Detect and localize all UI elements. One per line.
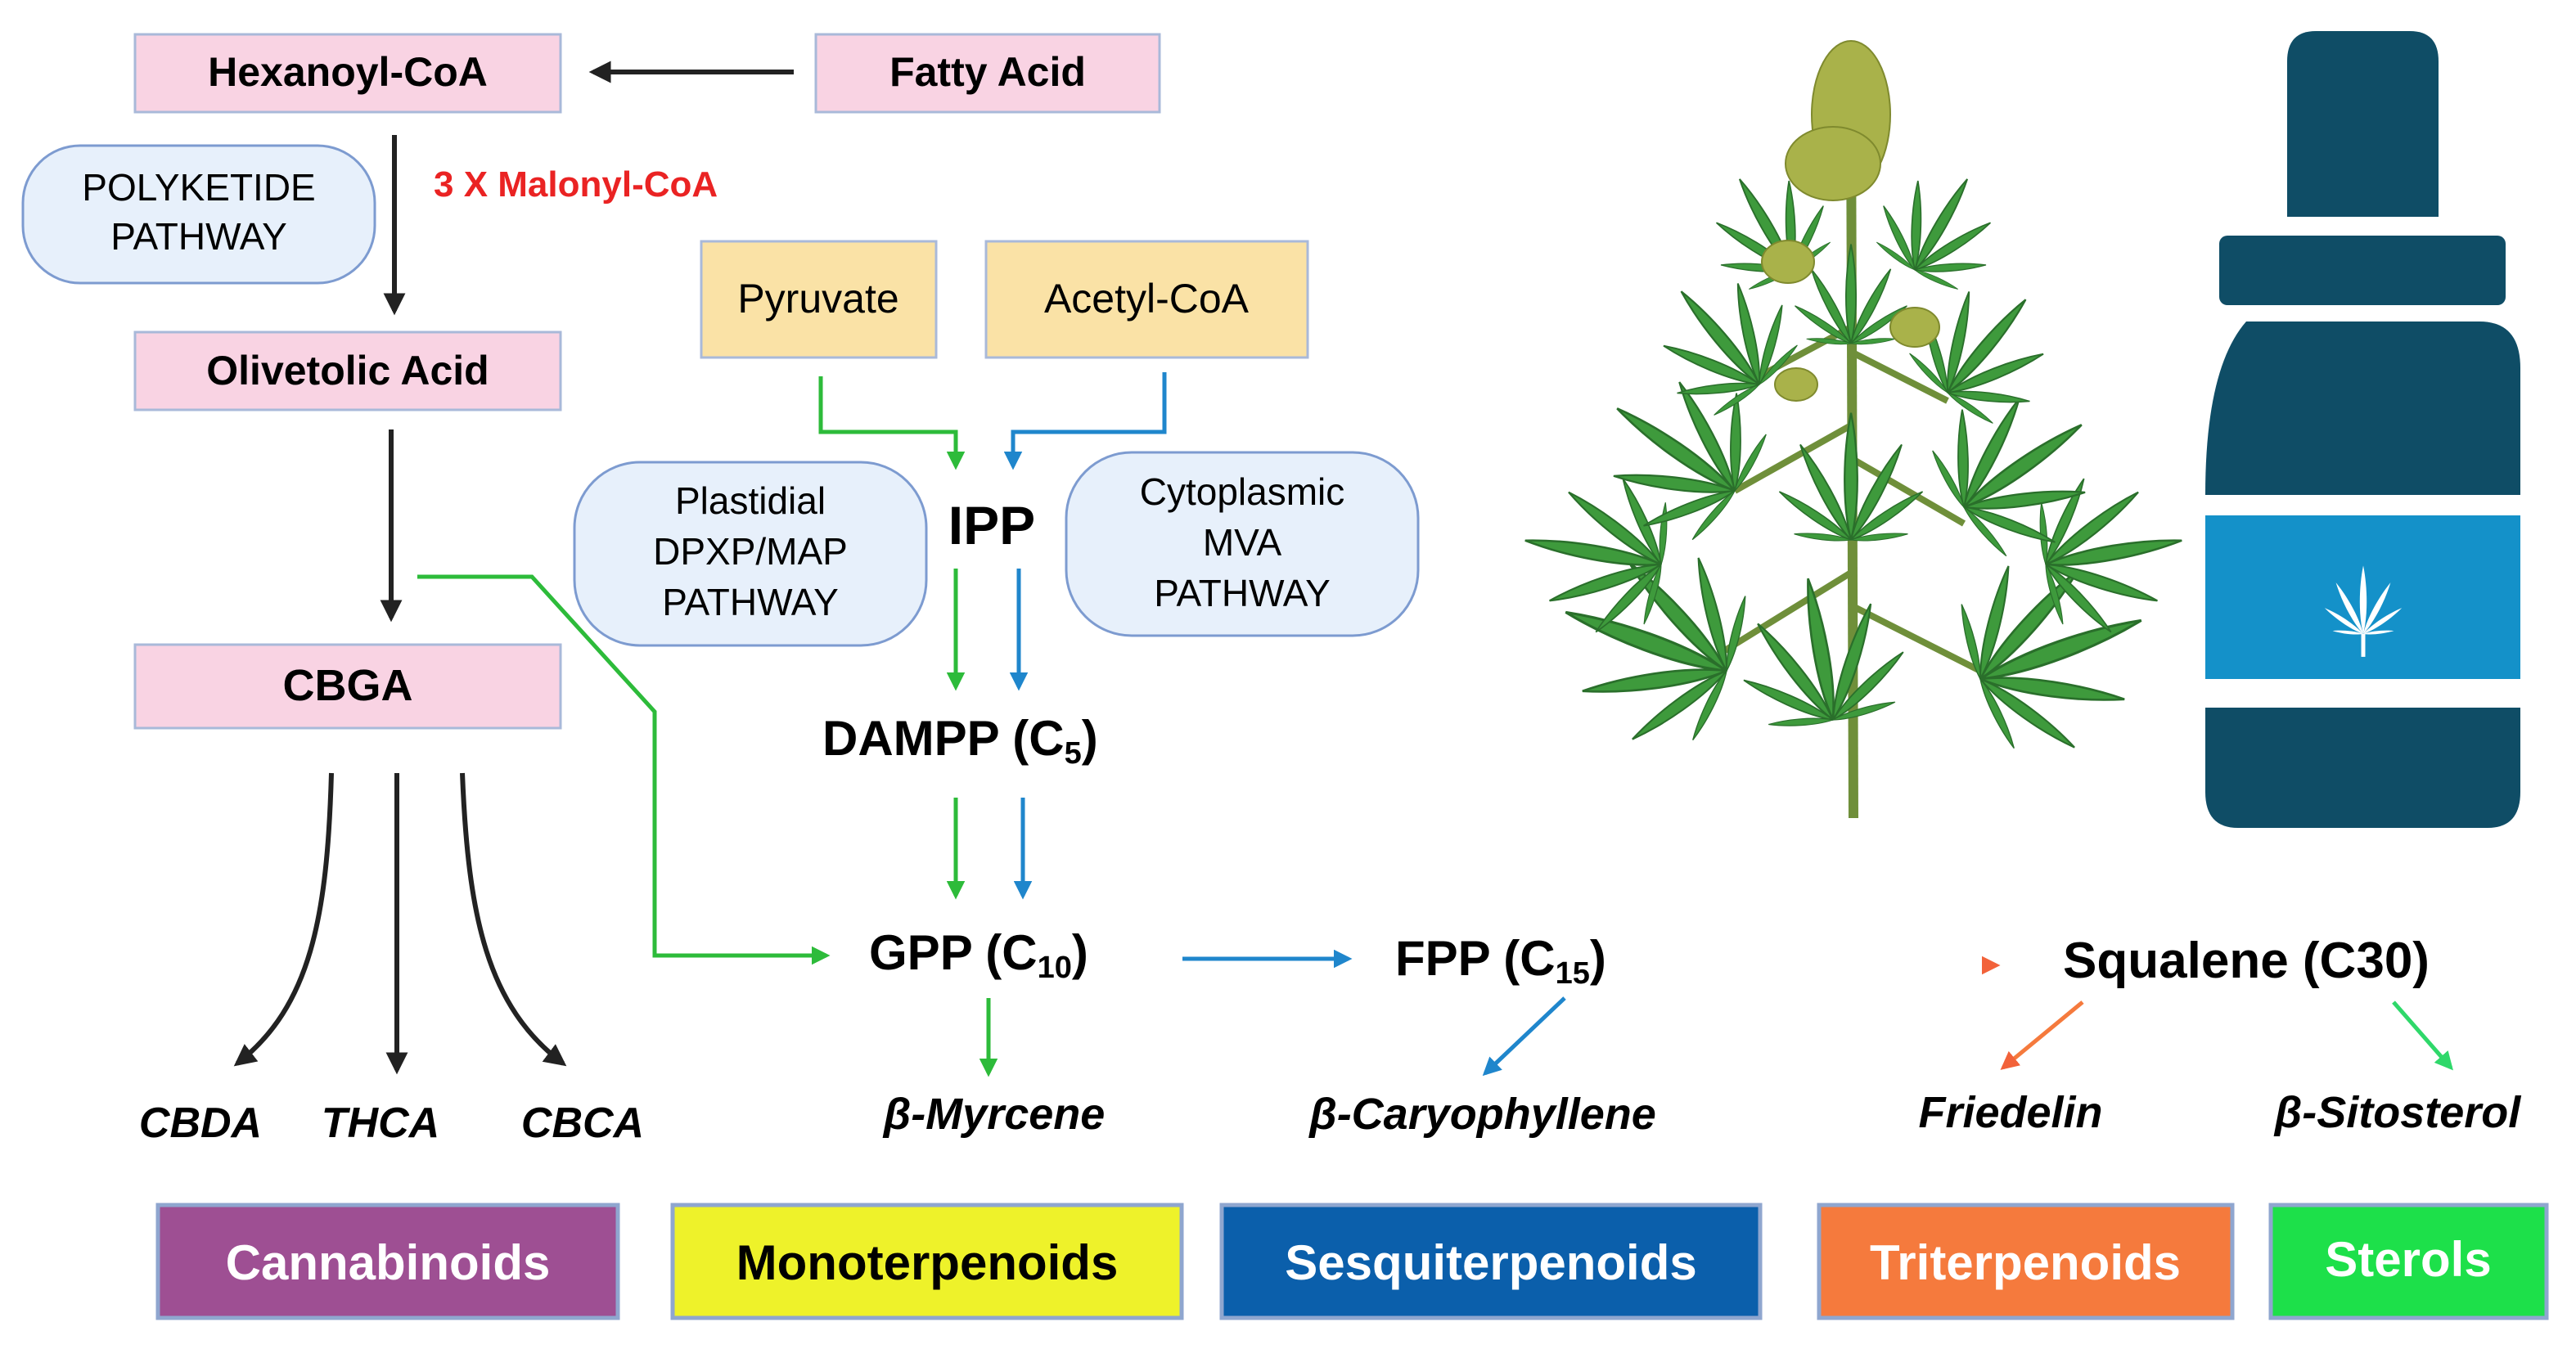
cbga-box: CBGA	[133, 643, 562, 730]
svg-text:Sterols: Sterols	[2325, 1232, 2491, 1287]
arrow-pyruvate-to-ipp	[818, 376, 966, 470]
cbga-label: CBGA	[283, 661, 413, 710]
class-cannabinoids: Cannabinoids	[155, 1203, 620, 1320]
arrow-fpp-to-caryophyllene	[1482, 996, 1566, 1077]
class-sesquiterpenoids: Sesquiterpenoids	[1219, 1203, 1763, 1320]
acetyl-coa-box: Acetyl-CoA	[984, 240, 1309, 359]
plastidial-line-1: Plastidial	[675, 479, 826, 522]
class-sterols: Sterols	[2268, 1203, 2549, 1320]
acetyl-coa-label: Acetyl-CoA	[1044, 276, 1250, 322]
cytoplasmic-line-1: Cytoplasmic	[1140, 470, 1345, 513]
class-monoterpenoids: Monoterpenoids	[670, 1203, 1184, 1320]
hexanoyl-coa-label: Hexanoyl-CoA	[208, 49, 488, 95]
polyketide-line-2: PATHWAY	[110, 215, 287, 258]
product-cbda: CBDA	[139, 1099, 262, 1147]
arrow-cbga-link-to-gpp	[417, 574, 831, 965]
product-thca: THCA	[322, 1099, 439, 1147]
olivetolic-acid-label: Olivetolic Acid	[206, 348, 489, 393]
arrow-acetyl-to-ipp	[1003, 372, 1167, 470]
pyruvate-label: Pyruvate	[737, 276, 898, 322]
plastidial-pathway-bubble: Plastidial DPXP/MAP PATHWAY	[573, 461, 928, 647]
arrow-squalene-to-friedelin	[2000, 1001, 2084, 1070]
orange-arrows	[1678, 956, 2084, 1070]
arrow-squalene-to-sitosterol	[2392, 1001, 2453, 1071]
fpp-label: FPP (C15)	[1395, 931, 1606, 991]
squalene-label: Squalene (C30)	[2063, 933, 2430, 989]
svg-text:Sesquiterpenoids: Sesquiterpenoids	[1285, 1235, 1696, 1290]
pyruvate-box: Pyruvate	[700, 240, 938, 359]
product-cbca: CBCA	[521, 1099, 644, 1147]
class-triterpenoids: Triterpenoids	[1817, 1203, 2235, 1320]
fatty-acid-label: Fatty Acid	[889, 49, 1086, 95]
arrow-cbga-to-cbda	[233, 772, 334, 1067]
arrow-cbga-to-cbca	[460, 772, 567, 1067]
cannabis-leaf-icon	[2323, 565, 2403, 657]
green-arrows	[417, 376, 998, 1077]
plastidial-line-3: PATHWAY	[662, 581, 839, 623]
polyketide-line-1: POLYKETIDE	[82, 166, 315, 209]
malonyl-coa-label: 3 X Malonyl-CoA	[434, 164, 718, 205]
product-caryophyllene: β-Caryophyllene	[1308, 1090, 1656, 1139]
ipp-label: IPP	[948, 495, 1035, 555]
polyketide-pathway-bubble: POLYKETIDE PATHWAY	[21, 144, 376, 285]
product-sitosterol: β-Sitosterol	[2273, 1088, 2522, 1137]
hexanoyl-coa-box: Hexanoyl-CoA	[133, 33, 562, 114]
gpp-label: GPP (C10)	[869, 925, 1088, 985]
cytoplasmic-line-2: MVA	[1203, 521, 1282, 564]
cytoplasmic-line-3: PATHWAY	[1154, 572, 1331, 614]
dampp-label: DAMPP (C5)	[822, 711, 1098, 771]
cytoplasmic-pathway-bubble: Cytoplasmic MVA PATHWAY	[1065, 451, 1420, 637]
fatty-acid-box: Fatty Acid	[814, 33, 1161, 114]
black-arrows	[233, 61, 794, 1075]
svg-text:Triterpenoids: Triterpenoids	[1870, 1235, 2181, 1290]
blue-arrows	[1003, 372, 1566, 1077]
cannabis-plant-icon	[1511, 40, 2196, 819]
svg-text:Monoterpenoids: Monoterpenoids	[736, 1235, 1119, 1290]
class-legend: Cannabinoids Monoterpenoids Sesquiterpen…	[155, 1203, 2549, 1320]
product-myrcene: β-Myrcene	[882, 1090, 1106, 1139]
svg-text:Cannabinoids: Cannabinoids	[226, 1235, 551, 1290]
olivetolic-acid-box: Olivetolic Acid	[133, 331, 562, 411]
cbd-oil-bottle-icon	[2205, 31, 2520, 828]
plastidial-line-2: DPXP/MAP	[653, 530, 848, 573]
product-friedelin: Friedelin	[1918, 1088, 2102, 1137]
